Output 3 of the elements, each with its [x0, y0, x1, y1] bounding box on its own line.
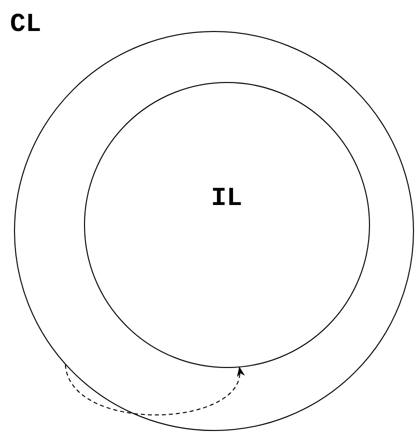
circle-label: CL — [10, 11, 42, 37]
circle-label: IL — [211, 185, 242, 211]
curved-arrow — [64, 364, 243, 416]
